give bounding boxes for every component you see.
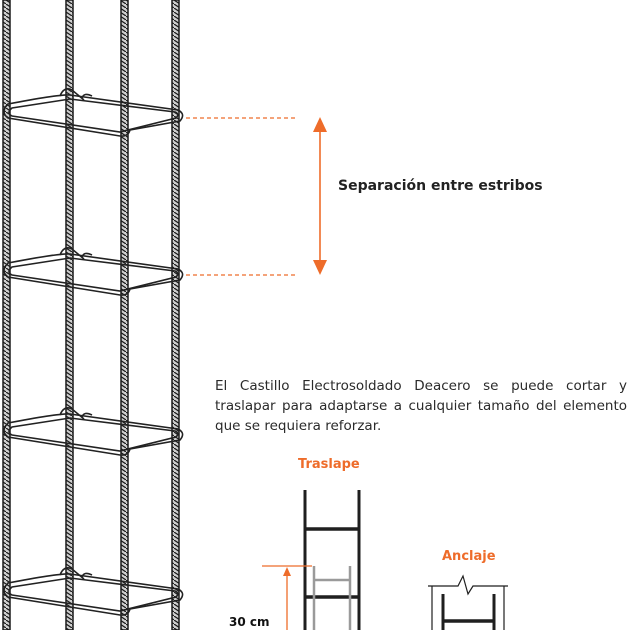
anclaje-detail bbox=[428, 574, 508, 630]
overlap-dimension-label: 30 cm bbox=[229, 615, 270, 629]
separation-arrow-head-down bbox=[313, 260, 327, 275]
stirrup-3 bbox=[3, 407, 184, 456]
rebar-bar-1 bbox=[2, 0, 11, 630]
separation-dimension bbox=[186, 117, 327, 276]
anclaje-break-line bbox=[428, 574, 508, 596]
anclaje-title: Anclaje bbox=[442, 549, 496, 564]
stirrups bbox=[3, 88, 184, 616]
rebar-bar-3 bbox=[120, 0, 129, 630]
stirrup-4 bbox=[3, 567, 184, 616]
rebar-bar-4 bbox=[171, 0, 180, 630]
overlap-arrow-head-up bbox=[283, 567, 291, 576]
separation-arrow-head-up bbox=[313, 117, 327, 132]
traslape-detail bbox=[262, 490, 361, 630]
separation-label: Separación entre estribos bbox=[338, 178, 543, 194]
stirrup-1 bbox=[3, 88, 184, 137]
stirrup-2 bbox=[3, 247, 184, 296]
vertical-rebars bbox=[2, 0, 180, 630]
traslape-title: Traslape bbox=[298, 457, 360, 472]
description-text: El Castillo Electrosoldado Deacero se pu… bbox=[215, 378, 627, 434]
rebar-bar-2 bbox=[65, 0, 74, 630]
